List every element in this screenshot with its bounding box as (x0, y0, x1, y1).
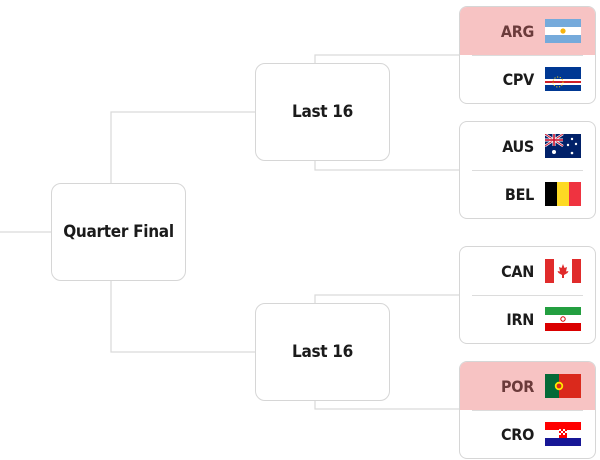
quarter-final-label: Quarter Final (63, 222, 174, 242)
team-code: IRN (506, 309, 534, 329)
last16-top-box[interactable]: Last 16 (255, 63, 390, 161)
portugal-flag-icon (545, 374, 581, 398)
team-code: CRO (501, 424, 534, 444)
team-code: POR (501, 376, 534, 396)
croatia-flag-icon (545, 422, 581, 446)
iran-flag-icon (545, 307, 581, 331)
last16-bottom-label: Last 16 (292, 342, 353, 362)
team-row-cro[interactable]: CRO (460, 410, 595, 458)
cape-verde-flag-icon (545, 67, 581, 91)
match-card-aus-bel[interactable]: AUS BEL (459, 121, 596, 219)
team-row-por[interactable]: POR (460, 362, 595, 410)
canada-flag-icon (545, 259, 581, 283)
team-row-irn[interactable]: IRN (460, 295, 595, 343)
team-code: BEL (504, 184, 534, 204)
team-code: CPV (502, 69, 535, 89)
team-row-bel[interactable]: BEL (460, 170, 595, 218)
quarter-final-box[interactable]: Quarter Final (51, 183, 186, 281)
belgium-flag-icon (545, 182, 581, 206)
match-card-por-cro[interactable]: POR CRO (459, 361, 596, 459)
last16-bottom-box[interactable]: Last 16 (255, 303, 390, 401)
team-row-can[interactable]: CAN (460, 247, 595, 295)
team-row-aus[interactable]: AUS (460, 122, 595, 170)
team-row-cpv[interactable]: CPV (460, 55, 595, 103)
match-card-arg-cpv[interactable]: ARG CPV (459, 6, 596, 104)
team-row-arg[interactable]: ARG (460, 7, 595, 55)
team-code: ARG (500, 21, 534, 41)
team-code: AUS (502, 136, 534, 156)
australia-flag-icon (545, 134, 581, 158)
argentina-flag-icon (545, 19, 581, 43)
team-code: CAN (501, 261, 534, 281)
last16-top-label: Last 16 (292, 102, 353, 122)
match-card-can-irn[interactable]: CAN IRN (459, 246, 596, 344)
